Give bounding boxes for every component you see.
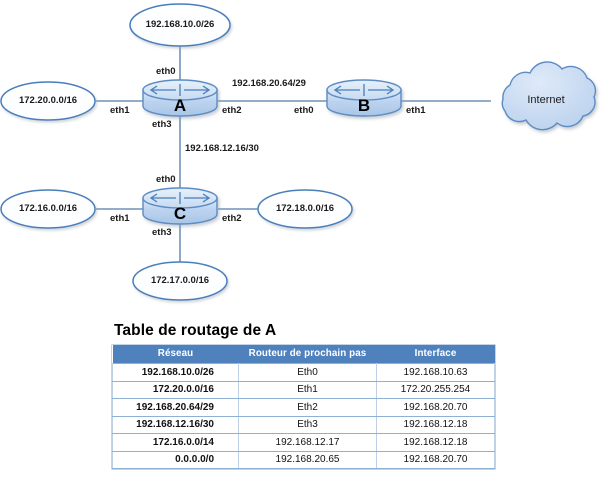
- routing-table-header-row: Réseau Routeur de prochain pas Interface: [112, 345, 495, 364]
- network-diagram-canvas: [0, 3, 597, 301]
- cell-interface: 192.168.20.70: [376, 450, 495, 469]
- interface-label-a-eth2: eth2: [222, 105, 242, 116]
- cell-interface: 192.168.12.18: [376, 415, 495, 434]
- router-label-c: C: [173, 204, 187, 223]
- oval-net-172-16-0-0-16: [0, 189, 96, 229]
- routing-table-body: 192.168.10.0/26 Eth0 192.168.10.63 172.2…: [112, 363, 495, 469]
- network-label-172-20-0-0-16: 172.20.0.0/16: [18, 95, 78, 106]
- oval-net-192-168-10-0-26: [129, 3, 231, 47]
- table-row: 0.0.0.0/0 192.168.20.65 192.168.20.70: [112, 450, 495, 469]
- interface-label-b-eth0: eth0: [294, 105, 314, 116]
- cell-network: 192.168.10.0/26: [112, 363, 239, 382]
- interface-label-a-eth1: eth1: [110, 105, 130, 116]
- interface-label-a-eth3: eth3: [152, 119, 172, 130]
- router-label-a: A: [173, 96, 187, 115]
- column-header-interface: Interface: [376, 345, 495, 364]
- cell-next-hop: Eth0: [238, 363, 377, 382]
- oval-net-172-18-0-0-16: [257, 189, 353, 229]
- network-label-172-18-0-0-16: 172.18.0.0/16: [275, 203, 335, 214]
- network-label-172-17-0-0-16: 172.17.0.0/16: [150, 275, 210, 286]
- cell-network: 172.16.0.0/14: [112, 433, 239, 452]
- column-header-next-hop: Routeur de prochain pas: [238, 345, 377, 364]
- oval-net-172-20-0-0-16: [0, 81, 96, 121]
- internet-cloud-label: Internet: [527, 94, 565, 106]
- network-ovals: [0, 3, 353, 301]
- cell-next-hop: 192.168.20.65: [238, 450, 377, 469]
- internet-cloud-shape: [501, 61, 597, 131]
- cell-next-hop: Eth3: [238, 415, 377, 434]
- interface-label-c-eth3: eth3: [152, 227, 172, 238]
- column-header-reseau: Réseau: [112, 345, 239, 364]
- table-row: 172.16.0.0/14 192.168.12.17 192.168.12.1…: [112, 433, 495, 452]
- cell-next-hop: Eth2: [238, 398, 377, 417]
- cell-network: 0.0.0.0/0: [112, 450, 239, 469]
- cell-interface: 192.168.12.18: [376, 433, 495, 452]
- table-row: 192.168.20.64/29 Eth2 192.168.20.70: [112, 398, 495, 417]
- table-row: 192.168.12.16/30 Eth3 192.168.12.18: [112, 415, 495, 434]
- routing-table-title: Table de routage de A: [114, 322, 277, 339]
- cell-interface: 172.20.255.254: [376, 380, 495, 399]
- diagram-links: [96, 45, 491, 262]
- network-label-192-168-10-0-26: 192.168.10.0/26: [145, 19, 215, 30]
- cell-next-hop: 192.168.12.17: [238, 433, 377, 452]
- interface-label-b-eth1: eth1: [406, 105, 426, 116]
- network-diagram: 192.168.10.0/26 172.20.0.0/16 172.16.0.0…: [0, 3, 597, 301]
- oval-net-172-17-0-0-16: [132, 261, 228, 301]
- interface-label-c-eth2: eth2: [222, 213, 242, 224]
- cell-network: 192.168.12.16/30: [112, 415, 239, 434]
- cell-network: 192.168.20.64/29: [112, 398, 239, 417]
- cell-interface: 192.168.10.63: [376, 363, 495, 382]
- cell-interface: 192.168.20.70: [376, 398, 495, 417]
- interface-label-a-eth0: eth0: [156, 66, 176, 77]
- routing-table: Réseau Routeur de prochain pas Interface…: [112, 345, 495, 469]
- routing-table-section: Table de routage de A Réseau Routeur de …: [112, 322, 495, 469]
- cell-network: 172.20.0.0/16: [112, 380, 239, 399]
- link-label-192-168-20-64-29: 192.168.20.64/29: [232, 78, 306, 89]
- cell-next-hop: Eth1: [238, 380, 377, 399]
- router-c-shape: [142, 187, 218, 225]
- interface-label-c-eth0: eth0: [156, 174, 176, 185]
- table-row: 172.20.0.0/16 Eth1 172.20.255.254: [112, 380, 495, 399]
- table-row: 192.168.10.0/26 Eth0 192.168.10.63: [112, 363, 495, 382]
- router-b-shape: [326, 79, 402, 117]
- router-a-shape: [142, 79, 218, 117]
- router-label-b: B: [357, 96, 371, 115]
- link-label-192-168-12-16-30: 192.168.12.16/30: [185, 143, 259, 154]
- interface-label-c-eth1: eth1: [110, 213, 130, 224]
- network-label-172-16-0-0-16: 172.16.0.0/16: [18, 203, 78, 214]
